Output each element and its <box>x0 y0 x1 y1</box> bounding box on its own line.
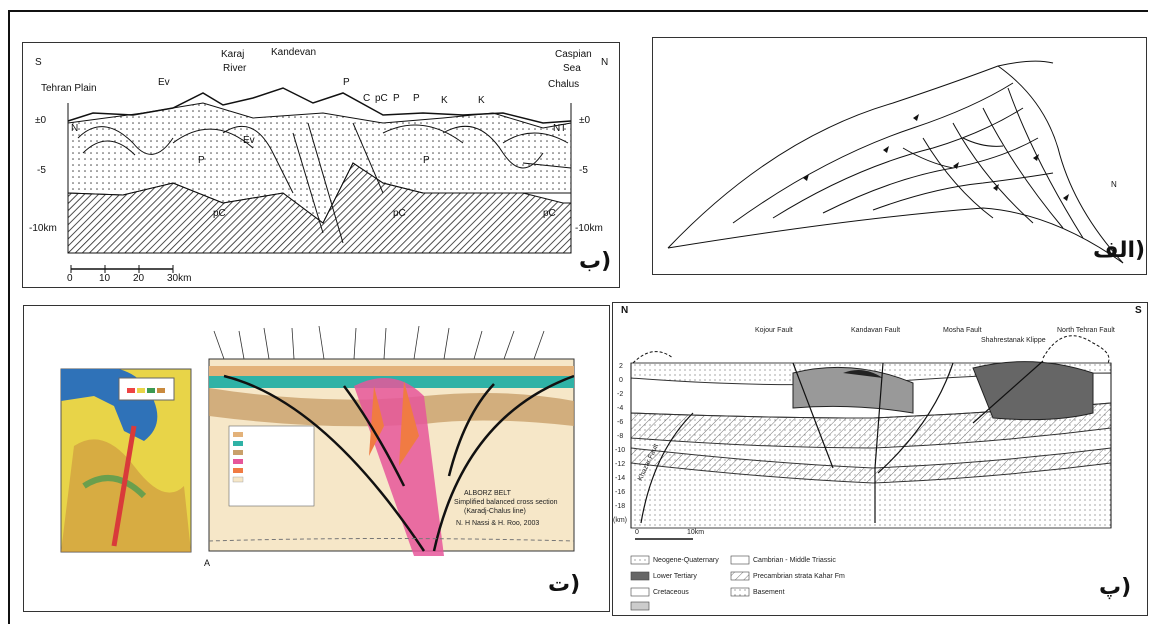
depth-tick: -8 <box>617 433 623 440</box>
section-title: ALBORZ BELT <box>464 490 511 497</box>
alborz-belt-balanced-section: ALBORZ BELT Simplified balanced cross se… <box>23 305 610 612</box>
feature-label: River <box>223 63 246 74</box>
dir-north: N <box>1111 180 1117 189</box>
unit-label: K <box>441 95 448 106</box>
dir-north: N <box>601 57 608 68</box>
section-drawing-d <box>613 303 1148 616</box>
depth-tick: -18 <box>615 503 625 510</box>
feature-label: Chalus <box>548 79 579 90</box>
scale-label: 0 <box>67 273 73 284</box>
unit-label: P <box>413 93 420 104</box>
unit-label: P <box>423 155 430 166</box>
unit-label: K <box>478 95 485 106</box>
scale-label: 10km <box>687 529 704 536</box>
depth-tick: 2 <box>619 363 623 370</box>
section-authors: N. H Nassi & H. Roo, 2003 <box>456 520 539 527</box>
depth-label: -10km <box>575 223 603 234</box>
feature-label: Caspian <box>555 49 592 60</box>
fault-label: Kojour Fault <box>755 327 793 334</box>
scale-label: 10 <box>99 273 110 284</box>
fault-label: Mosha Fault <box>943 327 982 334</box>
depth-tick: -4 <box>617 405 623 412</box>
panel-label: ت) <box>548 572 580 597</box>
scale-label: 0 <box>635 529 639 536</box>
unit-label: Ev <box>243 135 255 146</box>
depth-tick: -12 <box>615 461 625 468</box>
scale-label: 20 <box>133 273 144 284</box>
scale-label: 30km <box>167 273 191 284</box>
unit-label: pC <box>543 208 556 219</box>
feature-label: Karaj <box>221 49 244 60</box>
unit-label: pC <box>393 208 406 219</box>
structural-model-sketch: N الف) <box>652 37 1147 275</box>
feature-label: Ev <box>158 77 170 88</box>
unit-label: P <box>393 93 400 104</box>
unit-label: C <box>363 93 370 104</box>
depth-label: -5 <box>37 165 46 176</box>
unit-label: pC <box>213 208 226 219</box>
feature-label: Tehran Plain <box>41 83 97 94</box>
panel-label: الف) <box>1093 238 1145 263</box>
depth-unit: (km) <box>613 517 627 524</box>
fault-label: North Tehran Fault <box>1057 327 1115 334</box>
legend-item: Cambrian - Middle Triassic <box>753 557 836 564</box>
depth-tick: -10 <box>615 447 625 454</box>
section-subtitle: Simplified balanced cross section <box>454 499 558 506</box>
fault-label: Shahrestanak Klippe <box>981 337 1046 344</box>
cross-section-drawing-a <box>23 43 620 288</box>
depth-label: ±0 <box>579 115 590 126</box>
legend-item: Cretaceous <box>653 589 689 596</box>
panel-label: پ) <box>1099 575 1131 600</box>
depth-label: -10km <box>29 223 57 234</box>
legend-item: Neogene-Quaternary <box>653 557 719 564</box>
fault-label: Kandavan Fault <box>851 327 900 334</box>
legend-item: Basement <box>753 589 785 596</box>
depth-tick: 0 <box>619 377 623 384</box>
dir-south: S <box>1135 305 1142 316</box>
fault-wedge-drawing <box>653 38 1147 275</box>
depth-tick: -6 <box>617 419 623 426</box>
depth-label: ±0 <box>35 115 46 126</box>
feature-label: Kandevan <box>271 47 316 58</box>
unit-label: pC <box>375 93 388 104</box>
unit-label: P <box>343 77 350 88</box>
cross-section-alborz-ns: S N Tehran Plain Ev Karaj River Kandevan… <box>22 42 620 288</box>
unit-label: P <box>198 155 205 166</box>
alborz-fault-section: N S Kojour Fault Kandavan Fault Mosha Fa… <box>612 302 1148 616</box>
dir-north: N <box>621 305 628 316</box>
depth-tick: -16 <box>615 489 625 496</box>
unit-label: N <box>71 123 78 134</box>
panel-label: ب) <box>579 249 611 274</box>
section-start-label: A <box>204 558 210 568</box>
dir-south: S <box>35 57 42 68</box>
unit-label: NT <box>553 123 566 134</box>
legend-item: Precambrian strata Kahar Fm <box>753 573 845 580</box>
feature-label: Sea <box>563 63 581 74</box>
section-subtitle: (Karadj-Chalus line) <box>464 508 526 515</box>
depth-tick: -14 <box>615 475 625 482</box>
section-drawing-c <box>24 306 610 612</box>
depth-tick: -2 <box>617 391 623 398</box>
depth-label: -5 <box>579 165 588 176</box>
legend-item: Lower Tertiary <box>653 573 697 580</box>
